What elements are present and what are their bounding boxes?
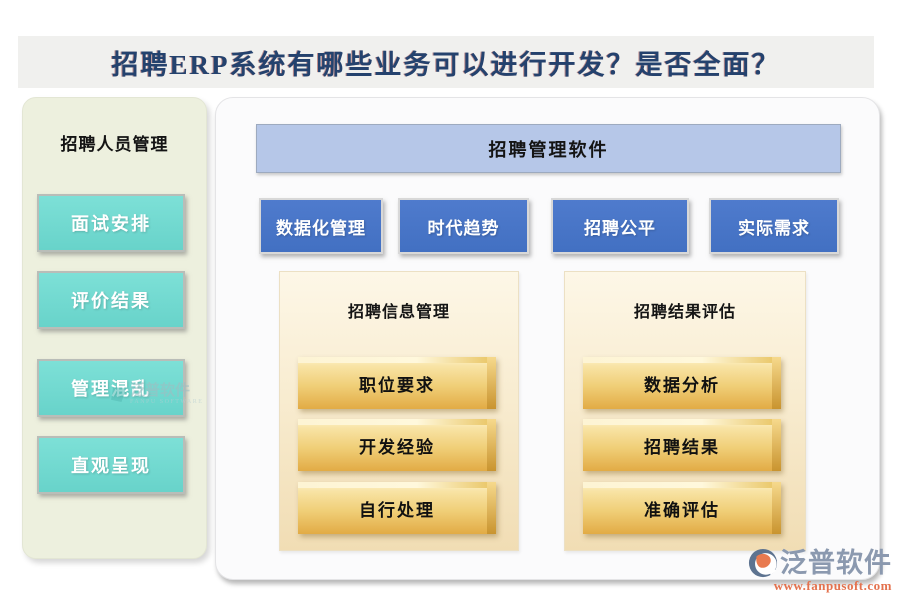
item-development-experience[interactable]: 开发经验 xyxy=(298,419,496,471)
sidebar-item-evaluation-result[interactable]: 评价结果 xyxy=(37,271,185,329)
panel-title: 招聘结果评估 xyxy=(633,304,736,321)
fanpu-logo-icon xyxy=(748,549,778,578)
item-self-processing[interactable]: 自行处理 xyxy=(298,482,496,534)
item-recruit-result[interactable]: 招聘结果 xyxy=(583,419,781,471)
feature-button-actual-demand[interactable]: 实际需求 xyxy=(709,198,839,254)
feature-button-fair-recruitment[interactable]: 招聘公平 xyxy=(551,198,689,254)
fanpu-brand-name: 泛普软件 xyxy=(780,547,892,578)
item-job-requirements[interactable]: 职位要求 xyxy=(298,357,496,409)
feature-button-era-trend[interactable]: 时代趋势 xyxy=(398,198,529,254)
footer-brand: 泛普软件 www.fanpusoft.com xyxy=(748,548,892,594)
sidebar-item-interview-schedule[interactable]: 面试安排 xyxy=(37,194,185,252)
sidebar-item-visual-presentation[interactable]: 直观呈现 xyxy=(37,436,185,494)
page-title: 招聘ERP系统有哪些业务可以进行开发？是否全面？ xyxy=(111,49,781,80)
feature-button-data-management[interactable]: 数据化管理 xyxy=(259,198,383,254)
fanpu-brand-url[interactable]: www.fanpusoft.com xyxy=(773,578,892,594)
panel-recruit-result-evaluation: 招聘结果评估 数据分析 招聘结果 准确评估 xyxy=(564,271,806,551)
sidebar-panel: 招聘人员管理 面试安排 评价结果 管理混乱 直观呈现 泛普软件 FANPU SO… xyxy=(22,97,207,559)
item-data-analysis[interactable]: 数据分析 xyxy=(583,357,781,409)
page-title-band: 招聘ERP系统有哪些业务可以进行开发？是否全面？ xyxy=(18,36,874,88)
main-diagram-panel: 招聘管理软件 数据化管理 时代趋势 招聘公平 实际需求 招聘信息管理 职位要求 … xyxy=(215,97,880,580)
item-accurate-evaluation[interactable]: 准确评估 xyxy=(583,482,781,534)
sidebar-title: 招聘人员管理 xyxy=(60,135,169,154)
panel-title: 招聘信息管理 xyxy=(347,304,450,321)
diagram-header: 招聘管理软件 xyxy=(256,124,841,173)
panel-recruit-info-management: 招聘信息管理 职位要求 开发经验 自行处理 xyxy=(279,271,519,551)
sidebar-item-management-chaos[interactable]: 管理混乱 xyxy=(37,359,185,417)
